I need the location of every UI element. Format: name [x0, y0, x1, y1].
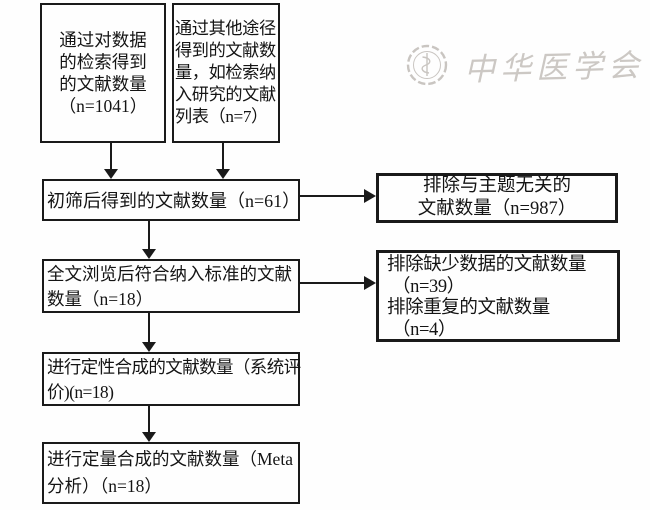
arrow-qualitative-to-quantitative-line: [148, 405, 150, 433]
box-line: （n=1041）: [58, 96, 148, 116]
box-fulltext-eligible: 全文浏览后符合纳入标准的文献 数量（n=18）: [42, 259, 300, 313]
box-after-initial-screening: 初筛后得到的文献数量（n=61）: [42, 179, 300, 221]
watermark-text: 中华医学会: [463, 47, 645, 88]
arrow-other-to-screening-line: [222, 142, 224, 170]
watermark: 中华医学会: [405, 42, 645, 88]
box-line: 价)(n=18): [47, 382, 114, 402]
arrow-down-icon: [142, 249, 156, 259]
box-quantitative-synthesis: 进行定量合成的文献数量（Meta 分析）（n=18）: [42, 442, 300, 504]
arrow-fulltext-to-qualitative-line: [148, 312, 150, 343]
arrow-fulltext-to-excluded-line: [299, 282, 365, 284]
box-records-other-sources: 通过其他途径 得到的文献数 量，如检索纳 入研究的文献 列表（n=7）: [172, 3, 280, 143]
box-excluded-off-topic: 排除与主题无关的 文献数量（n=987）: [376, 173, 618, 223]
box-line: 量，如检索纳: [175, 63, 276, 82]
arrow-database-to-screening-line: [110, 142, 112, 170]
box-line: 的检索得到: [59, 52, 147, 72]
box-qualitative-synthesis: 进行定性合成的文献数量（系统评 价)(n=18): [42, 352, 301, 406]
arrow-screening-to-fulltext-line: [148, 220, 150, 250]
box-excluded-missing-duplicate: 排除缺少数据的文献数量 （n=39） 排除重复的文献数量 （n=4）: [376, 250, 620, 342]
box-line: （n=39）: [392, 276, 465, 297]
cma-seal-icon: [406, 44, 448, 85]
box-line: 初筛后得到的文献数量（n=61）: [47, 191, 301, 211]
box-line: 排除缺少数据的文献数量: [387, 255, 587, 275]
arrow-down-icon: [142, 342, 156, 352]
arrow-down-icon: [142, 432, 156, 442]
box-line: 进行定量合成的文献数量（Meta: [47, 449, 293, 469]
box-line: 分析）（n=18）: [47, 476, 162, 496]
box-line: 文献数量（n=987）: [417, 199, 577, 219]
box-line: 排除与主题无关的: [422, 176, 571, 196]
box-line: （n=4）: [392, 319, 456, 340]
box-line: 的文献数量: [59, 74, 147, 94]
box-line: 列表（n=7）: [175, 107, 268, 126]
box-line: 通过对数据: [59, 30, 147, 50]
box-records-from-database: 通过对数据 的检索得到 的文献数量 （n=1041）: [40, 3, 166, 143]
arrow-screening-to-excluded-line: [299, 195, 365, 197]
arrow-right-icon: [364, 189, 376, 203]
arrow-down-icon: [216, 169, 230, 179]
box-line: 全文浏览后符合纳入标准的文献: [47, 264, 292, 284]
box-line: 通过其他途径: [175, 19, 276, 38]
box-line: 入研究的文献: [175, 85, 276, 104]
box-line: 得到的文献数: [175, 41, 276, 60]
box-line: 排除重复的文献数量: [387, 298, 550, 318]
arrow-right-icon: [364, 276, 376, 290]
arrow-down-icon: [104, 169, 118, 179]
box-line: 数量（n=18）: [47, 289, 154, 309]
box-line: 进行定性合成的文献数量（系统评: [47, 357, 301, 377]
